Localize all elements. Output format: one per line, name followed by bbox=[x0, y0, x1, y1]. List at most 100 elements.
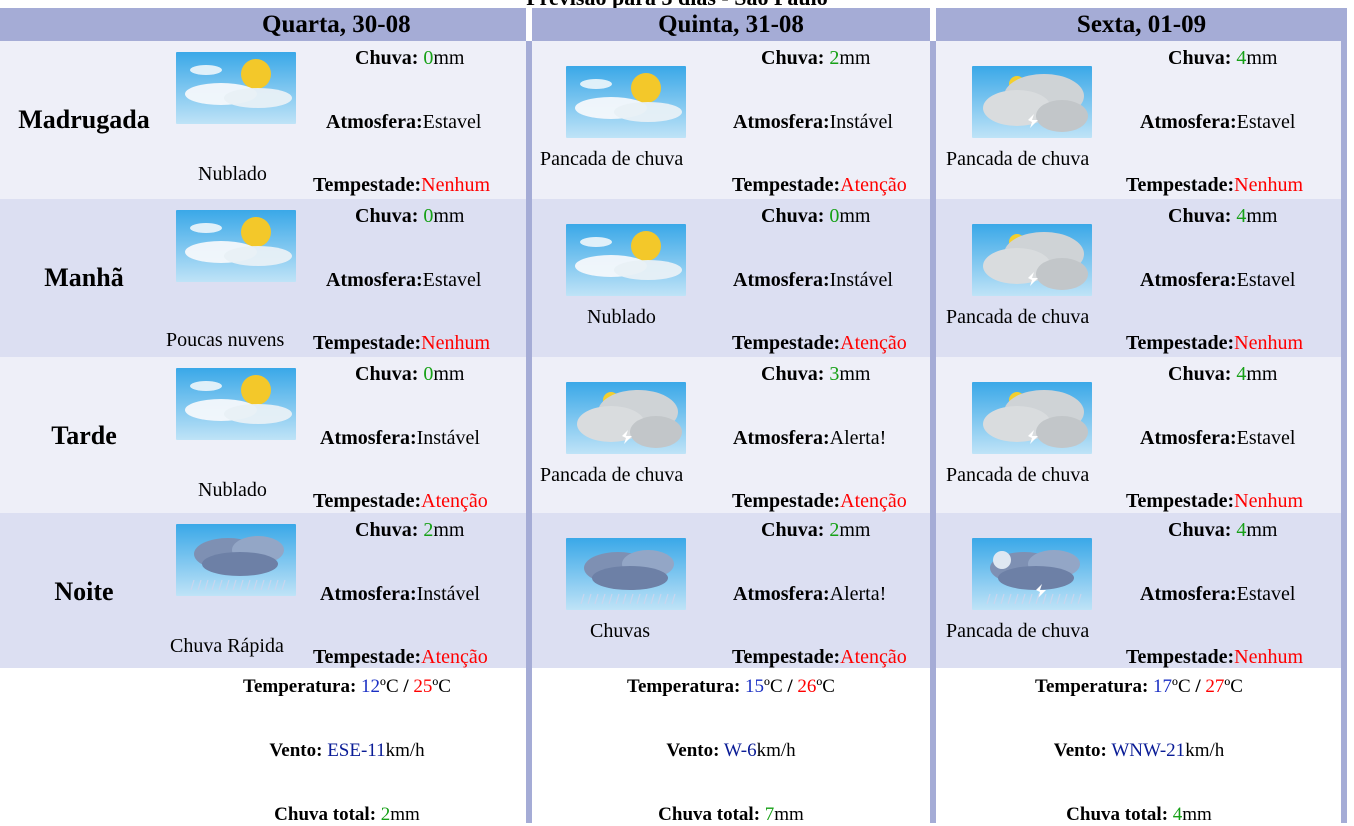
sun-cloud-icon bbox=[566, 66, 686, 138]
wind-value: W-6 bbox=[723, 740, 757, 761]
rain-unit: mm bbox=[1246, 363, 1278, 385]
storm-info: Tempestade:Atenção bbox=[313, 646, 488, 669]
total-rain-label: Chuva total: bbox=[1066, 804, 1169, 825]
period-label: Manhã bbox=[44, 263, 124, 292]
condition-text: Chuva Rápida bbox=[170, 635, 284, 657]
atmosphere-info: Atmosfera:Alerta! bbox=[733, 427, 886, 450]
temp-unit: ºC bbox=[432, 676, 451, 697]
rain-info: Chuva: 0mm bbox=[355, 363, 464, 386]
period-label: Madrugada bbox=[18, 105, 150, 134]
atmosphere-value: Alerta! bbox=[829, 583, 887, 605]
condition-text: Pancada de chuva bbox=[540, 148, 684, 170]
min-temp: 12 bbox=[361, 676, 381, 697]
temperature-label: Temperatura: bbox=[627, 676, 741, 697]
column-separator bbox=[1341, 41, 1347, 823]
sun-cloud-icon bbox=[566, 224, 686, 296]
atmosphere-label: Atmosfera: bbox=[733, 111, 830, 133]
rain-unit: mm bbox=[839, 205, 871, 227]
condition-text: Pancada de chuva bbox=[946, 464, 1090, 486]
temp-sep: / bbox=[403, 676, 409, 697]
wind-unit: km/h bbox=[385, 740, 425, 761]
atmosphere-value: Estavel bbox=[1236, 111, 1296, 133]
condition-text: Nublado bbox=[587, 306, 656, 328]
condition-text: Poucas nuvens bbox=[166, 329, 285, 351]
rain-value: 2 bbox=[423, 519, 434, 541]
rain-unit: mm bbox=[839, 47, 871, 69]
rain-cloud-icon bbox=[566, 538, 686, 610]
condition-text: Pancada de chuva bbox=[946, 620, 1090, 642]
atmosphere-value: Estavel bbox=[422, 269, 482, 291]
total-rain-label: Chuva total: bbox=[274, 804, 377, 825]
rain-value: 0 bbox=[423, 363, 434, 385]
rain-label: Chuva: bbox=[1168, 47, 1232, 69]
period-label: Noite bbox=[54, 577, 114, 606]
rain-unit: mm bbox=[774, 804, 804, 825]
min-temp: 15 bbox=[745, 676, 765, 697]
rain-value: 4 bbox=[1236, 205, 1247, 227]
atmosphere-info: Atmosfera:Estavel bbox=[1140, 427, 1296, 450]
atmosphere-info: Atmosfera:Instável bbox=[733, 269, 893, 292]
max-temp: 26 bbox=[797, 676, 817, 697]
condition-text: Pancada de chuva bbox=[540, 464, 684, 486]
temp-unit: ºC bbox=[816, 676, 835, 697]
min-temp: 17 bbox=[1153, 676, 1173, 697]
rain-info: Chuva: 3mm bbox=[761, 363, 870, 386]
rain-label: Chuva: bbox=[761, 363, 825, 385]
storm-info: Tempestade:Atenção bbox=[732, 332, 907, 355]
storm-value: Nenhum bbox=[1234, 332, 1304, 354]
temp-unit: ºC bbox=[1172, 676, 1191, 697]
storm-value: Nenhum bbox=[421, 332, 491, 354]
rain-unit: mm bbox=[433, 519, 465, 541]
atmosphere-value: Estavel bbox=[1236, 427, 1296, 449]
storm-cloud-icon bbox=[566, 382, 686, 454]
atmosphere-value: Instável bbox=[829, 111, 893, 133]
day-header: Quinta, 31-08 bbox=[532, 8, 930, 41]
wind-unit: km/h bbox=[1185, 740, 1225, 761]
storm-label: Tempestade: bbox=[1126, 490, 1235, 512]
rain-label: Chuva: bbox=[1168, 363, 1232, 385]
day-header: Quarta, 30-08 bbox=[0, 8, 526, 41]
atmosphere-info: Atmosfera:Estavel bbox=[1140, 269, 1296, 292]
total-rain-value: 7 bbox=[764, 804, 775, 825]
rain-value: 0 bbox=[423, 47, 434, 69]
total-rain-label: Chuva total: bbox=[658, 804, 761, 825]
storm-cloud-icon bbox=[972, 66, 1092, 138]
atmosphere-label: Atmosfera: bbox=[320, 427, 417, 449]
wind-value: ESE-11 bbox=[327, 740, 386, 761]
column-separator bbox=[930, 41, 936, 823]
page-title: Previsão para 3 dias - São Paulo bbox=[0, 0, 1354, 9]
storm-value: Atenção bbox=[840, 332, 907, 354]
atmosphere-label: Atmosfera: bbox=[733, 427, 830, 449]
storm-label: Tempestade: bbox=[313, 490, 422, 512]
storm-info: Tempestade:Atenção bbox=[732, 646, 907, 669]
atmosphere-info: Atmosfera:Instável bbox=[320, 583, 480, 606]
rain-info: Chuva: 2mm bbox=[761, 519, 870, 542]
storm-info: Tempestade:Atenção bbox=[732, 490, 907, 513]
period-label: Tarde bbox=[51, 421, 117, 450]
wind-label: Vento: bbox=[666, 740, 720, 761]
temperature-label: Temperatura: bbox=[1035, 676, 1149, 697]
wind-label: Vento: bbox=[1053, 740, 1107, 761]
wind-info: Vento: W-6km/h bbox=[591, 740, 871, 762]
sun-cloud-icon bbox=[176, 210, 296, 282]
wind-info: Vento: WNW-21km/h bbox=[999, 740, 1279, 762]
column-separator bbox=[526, 41, 532, 823]
storm-cloud-icon bbox=[972, 382, 1092, 454]
total-rain-value: 2 bbox=[380, 804, 391, 825]
rain-unit: mm bbox=[433, 363, 465, 385]
storm-value: Atenção bbox=[421, 646, 488, 668]
rain-unit: mm bbox=[839, 519, 871, 541]
atmosphere-value: Estavel bbox=[1236, 583, 1296, 605]
rain-unit: mm bbox=[1246, 205, 1278, 227]
wind-info: Vento: ESE-11km/h bbox=[207, 740, 487, 762]
storm-label: Tempestade: bbox=[313, 174, 422, 196]
storm-info: Tempestade:Nenhum bbox=[313, 174, 490, 197]
storm-info: Tempestade:Nenhum bbox=[1126, 332, 1303, 355]
rain-unit: mm bbox=[1246, 47, 1278, 69]
